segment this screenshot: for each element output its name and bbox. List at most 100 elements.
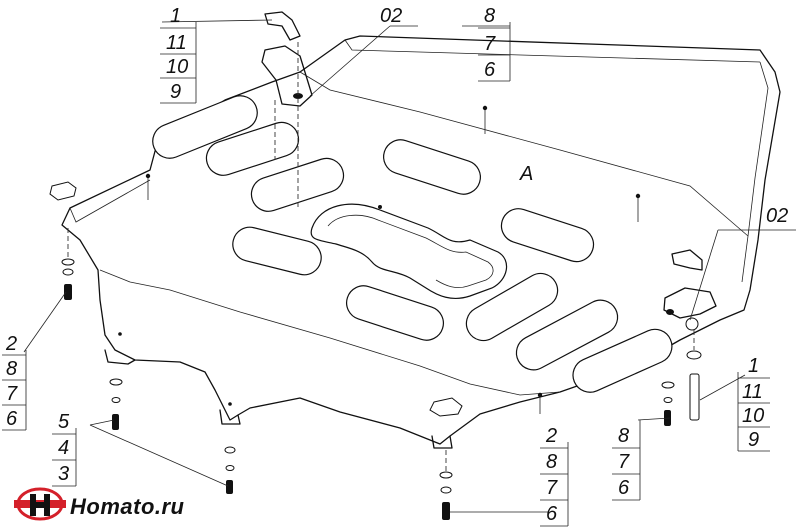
hole-4 [378,205,382,209]
callout-top-left-2: 11 [166,32,187,54]
slot-4 [383,139,481,195]
callout-bottom-center: 2 8 7 6 [540,425,569,527]
slot-7 [346,285,444,341]
callout-left-2: 8 [6,358,17,380]
slot-serpentine [310,203,508,300]
leader-left-bottom-2 [89,424,229,487]
bolt-lb-2 [226,480,233,494]
bracket-top-left-clip [264,11,301,41]
callout-lb-2: 4 [58,437,69,459]
bolt-br-long [689,373,700,421]
logo-h-icon [30,494,50,516]
callout-top-left-4: 9 [170,81,181,103]
logo-text: Homato.ru [70,494,185,519]
brand-logo: Homato.ru [14,487,185,521]
bolt-left [64,284,72,300]
bracket-right-clip [671,249,703,271]
hole-7 [118,332,122,336]
hardware [49,181,702,520]
bolt-lb [112,414,119,430]
callout-bc-1: 2 [545,425,557,447]
washer-left-1 [61,258,75,266]
callout-brm-1: 8 [618,425,629,447]
bracket-top-left-body [261,45,313,107]
washer-br-2 [663,397,673,403]
callout-bc-3: 7 [546,477,558,499]
washer-lb-1 [109,378,123,386]
callout-top-right-3: 6 [484,59,496,81]
callout-left-1: 2 [5,333,17,355]
callout-top-right-1: 8 [484,5,495,27]
hole-1 [145,173,151,179]
slot-1 [152,95,258,159]
callout-top-left-1: 1 [170,5,181,27]
bolt-bc [442,502,450,520]
callout-lb-3: 3 [58,463,69,485]
washer-br-1 [661,381,675,389]
callout-br-4: 9 [748,429,759,451]
callout-right-mid: 02 [766,205,788,227]
callout-left: 2 8 7 6 [2,333,27,431]
leader-right-mid [689,229,719,321]
callout-brm-2: 7 [618,451,630,473]
callout-bottom-right-mid: 8 7 6 [612,420,641,501]
bracket-right-nut [666,309,674,315]
hole-8 [228,402,232,406]
callout-left-4: 6 [6,408,18,430]
callout-top-mid: 02 [380,5,402,27]
callout-br-1: 1 [748,355,759,377]
callout-left-bottom: 5 4 3 [52,411,77,487]
grommet-bottom-center [429,397,463,417]
callout-bottom-right: 1 11 10 9 [737,355,770,452]
washer-br-3 [686,350,702,360]
slot-3 [250,157,345,212]
slot-9 [515,299,619,371]
slot-5 [232,226,322,276]
callout-top-left-3: 10 [166,56,188,78]
leader-top-mid [309,25,391,97]
hole-6 [537,392,543,398]
front-tab-mid [219,409,241,425]
plate-front-lip [99,269,561,396]
plate-rear-crease [299,71,749,237]
callout-left-3: 7 [6,383,18,405]
leader-left [23,291,67,353]
slot-10 [572,328,673,393]
bracket-top-left [261,11,313,210]
front-tab-center [431,435,453,449]
washer-lb-3 [224,446,236,454]
plate-side-edge [741,61,769,283]
callout-lb-1: 5 [58,411,70,433]
bracket-top-left-nut [293,93,303,99]
skid-plate [61,35,781,449]
grommet-top-left [49,181,77,201]
callout-bc-4: 6 [546,503,558,525]
plate-left-crease [69,179,151,223]
leader-bottom-right-mid [637,417,671,421]
washer-lb-2 [111,397,121,403]
washer-lb-4 [225,465,235,471]
washer-bc-1 [439,471,453,479]
callout-bc-2: 8 [546,451,557,473]
leader-lines [23,19,796,513]
washer-bc-2 [440,486,452,494]
leader-top-left [161,19,273,23]
slot-6 [500,208,595,263]
callout-top-left: 1 11 10 9 [160,5,197,104]
slot-serpentine-inner [327,214,494,288]
washer-left-2 [62,268,74,276]
hole-2 [482,105,488,111]
bracket-right-hole [685,317,699,331]
front-tab-left [104,349,136,365]
bracket-right [663,249,717,331]
leader-bottom-right [699,374,746,401]
slot-8 [465,272,559,342]
callout-br-3: 10 [742,405,764,427]
callout-top-right: 8 7 6 [478,5,511,82]
hole-3 [635,193,641,199]
callout-brm-3: 6 [618,477,630,499]
ventilation-slots [152,95,673,393]
callout-top-right-2: 7 [484,33,496,55]
